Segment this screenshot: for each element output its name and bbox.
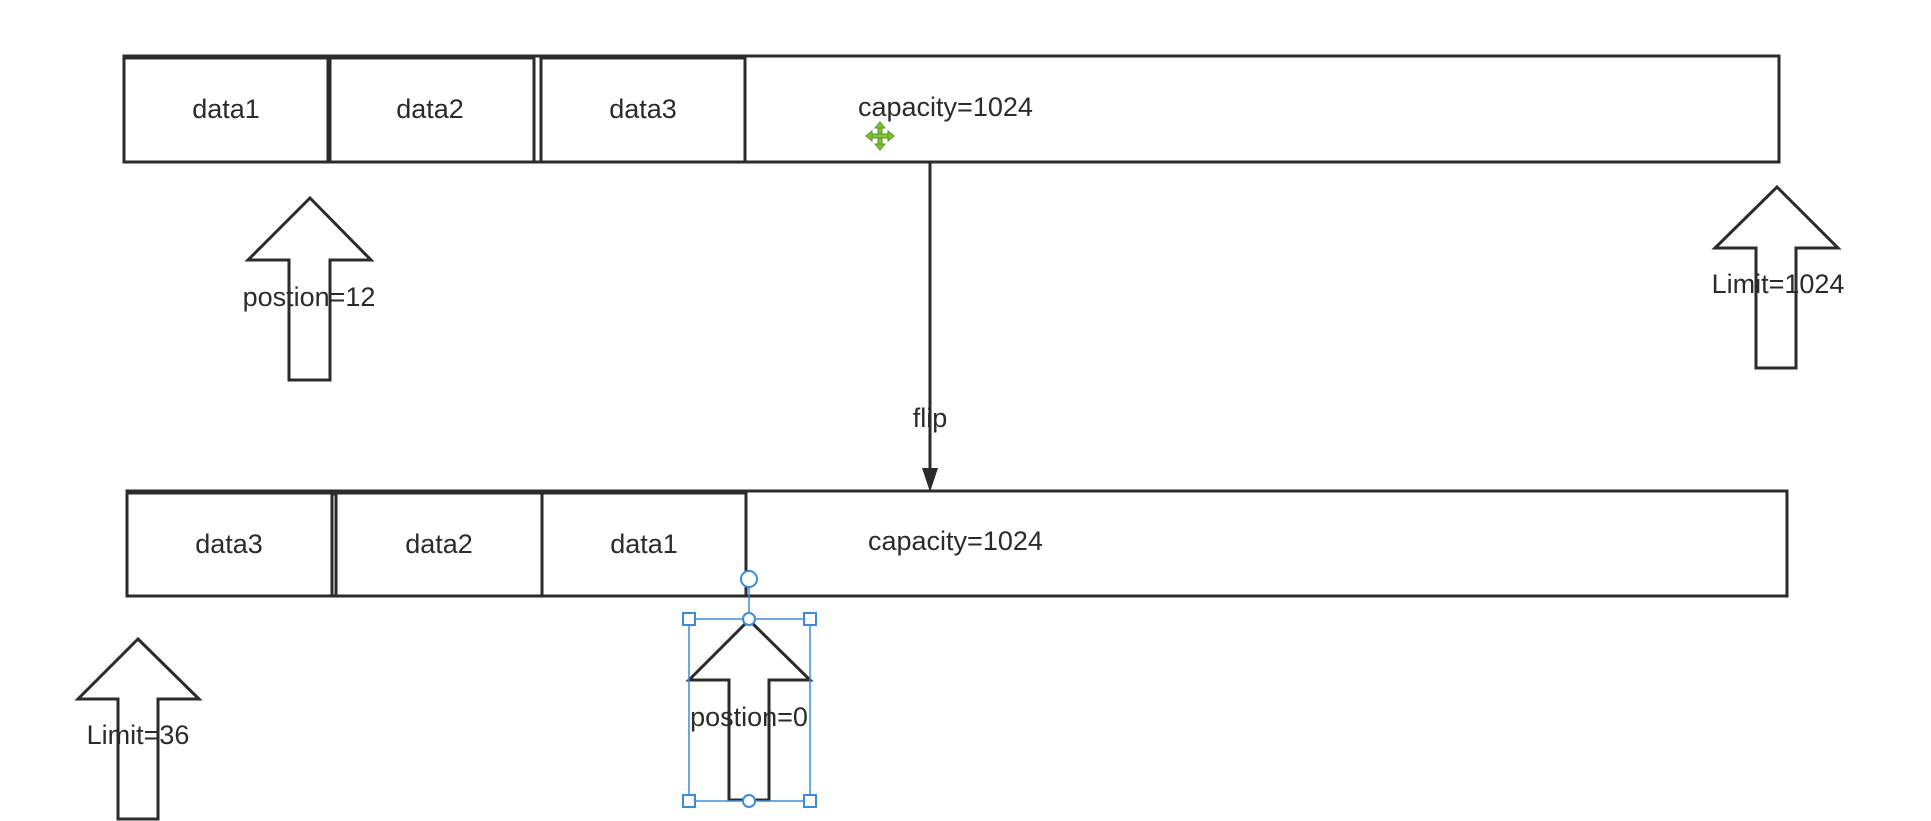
bottom-cell-1-label: data3 bbox=[195, 529, 263, 559]
bottom-position-arrow[interactable]: postion=0 bbox=[685, 617, 814, 802]
bottom-limit-label: Limit=36 bbox=[87, 720, 190, 750]
flip-label: flip bbox=[913, 403, 948, 433]
top-limit-label: Limit=1024 bbox=[1712, 269, 1845, 299]
connect-point-bottom[interactable] bbox=[742, 794, 756, 808]
top-limit-arrow[interactable]: Limit=1024 bbox=[1711, 184, 1845, 370]
resize-handle-top-right[interactable] bbox=[803, 612, 817, 626]
flip-connector[interactable]: flip bbox=[913, 162, 948, 492]
selection-box[interactable] bbox=[682, 570, 817, 808]
top-position-label: postion=12 bbox=[243, 282, 376, 312]
top-cell-2[interactable]: data2 bbox=[328, 56, 536, 164]
move-cursor-icon bbox=[865, 121, 895, 151]
bottom-buffer[interactable]: data3 data2 data1 capacity=1024 bbox=[125, 489, 1789, 598]
bottom-cell-3-label: data1 bbox=[610, 529, 678, 559]
top-cell-2-label: data2 bbox=[396, 94, 464, 124]
resize-handle-bottom-right[interactable] bbox=[803, 794, 817, 808]
bottom-cell-2[interactable]: data2 bbox=[334, 491, 544, 598]
top-cell-1-label: data1 bbox=[192, 94, 260, 124]
bottom-limit-arrow[interactable]: Limit=36 bbox=[74, 636, 203, 821]
resize-handle-top-left[interactable] bbox=[682, 612, 696, 626]
connect-point-top[interactable] bbox=[742, 612, 756, 626]
top-capacity-label: capacity=1024 bbox=[858, 92, 1033, 122]
top-cell-3[interactable]: data3 bbox=[539, 56, 747, 164]
top-cell-3-label: data3 bbox=[609, 94, 677, 124]
bottom-cell-1[interactable]: data3 bbox=[125, 491, 334, 598]
bottom-cell-3[interactable]: data1 bbox=[540, 491, 748, 598]
bottom-cell-2-label: data2 bbox=[405, 529, 473, 559]
bottom-capacity-label: capacity=1024 bbox=[868, 526, 1043, 556]
bottom-position-label: postion=0 bbox=[690, 702, 808, 732]
rotate-handle[interactable] bbox=[740, 570, 758, 588]
top-buffer[interactable]: data1 data2 data3 capacity=1024 bbox=[122, 54, 1781, 164]
flip-arrowhead bbox=[922, 468, 938, 492]
top-cell-1[interactable]: data1 bbox=[122, 56, 330, 164]
top-position-arrow[interactable]: postion=12 bbox=[243, 195, 376, 382]
resize-handle-bottom-left[interactable] bbox=[682, 794, 696, 808]
